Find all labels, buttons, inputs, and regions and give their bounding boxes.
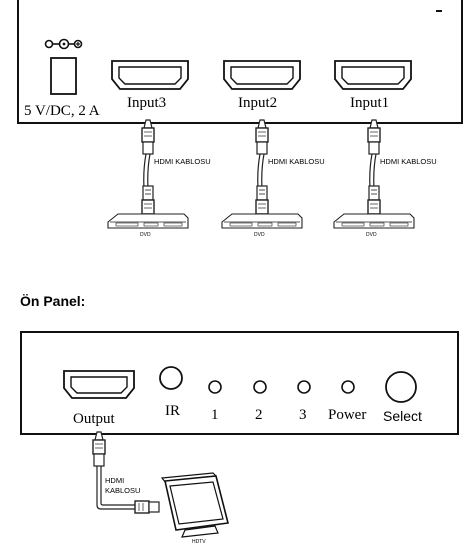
input2-label: Input2 [238, 95, 277, 111]
dvd-player-icon [221, 213, 303, 229]
hdmi-cable-input1: HDMI KABLOSU DVD [333, 119, 437, 238]
hdmi-cable-input2: HDMI KABLOSU DVD [221, 119, 325, 238]
ir-label: IR [165, 403, 180, 419]
front-panel-heading: Ön Panel: [20, 293, 85, 309]
output-label: Output [73, 411, 116, 427]
hdmi-cable-output: HDMI KABLOSU [92, 431, 160, 514]
led-3 [297, 380, 311, 394]
front-panel: Output IR 1 2 3 Power Select [20, 331, 459, 435]
ir-sensor [159, 366, 183, 390]
hdtv-label: HDTV [192, 539, 206, 545]
dc-power-jack [50, 57, 77, 95]
hdmi-cable-label: HDMI KABLOSU [154, 157, 211, 166]
hdmi-port-input2 [223, 60, 301, 90]
output-cable-label-line2: KABLOSU [105, 486, 140, 495]
dvd-player-icon [333, 213, 415, 229]
led-2-label: 2 [255, 407, 263, 423]
hdmi-cable-input3: HDMI KABLOSU DVD [107, 119, 211, 238]
power-spec-label: 5 V/DC, 2 A [24, 103, 100, 119]
dvd-player-icon [107, 213, 189, 229]
input3-label: Input3 [127, 95, 166, 111]
hdmi-port-input3 [111, 60, 189, 90]
dvd-label: DVD [140, 232, 151, 238]
led-1 [208, 380, 222, 394]
led-2 [253, 380, 267, 394]
output-cable-label-line1: HDMI [105, 476, 124, 485]
hdtv-icon: HDTV [160, 472, 229, 545]
dvd-label: DVD [366, 232, 377, 238]
dc-polarity-icon [44, 38, 83, 50]
dvd-label: DVD [254, 232, 265, 238]
rear-panel: 5 V/DC, 2 A Input3 Input2 Input1 [17, 0, 463, 124]
led-3-label: 3 [299, 407, 307, 423]
input1-label: Input1 [350, 95, 389, 111]
hdmi-cable-label: HDMI KABLOSU [268, 157, 325, 166]
led-power [341, 380, 355, 394]
led-1-label: 1 [211, 407, 219, 423]
hdmi-port-output [63, 370, 135, 399]
hdmi-cable-label: HDMI KABLOSU [380, 157, 437, 166]
power-label: Power [328, 407, 366, 423]
select-label: Select [383, 408, 422, 424]
hdmi-port-input1 [334, 60, 412, 90]
select-button [385, 371, 417, 403]
